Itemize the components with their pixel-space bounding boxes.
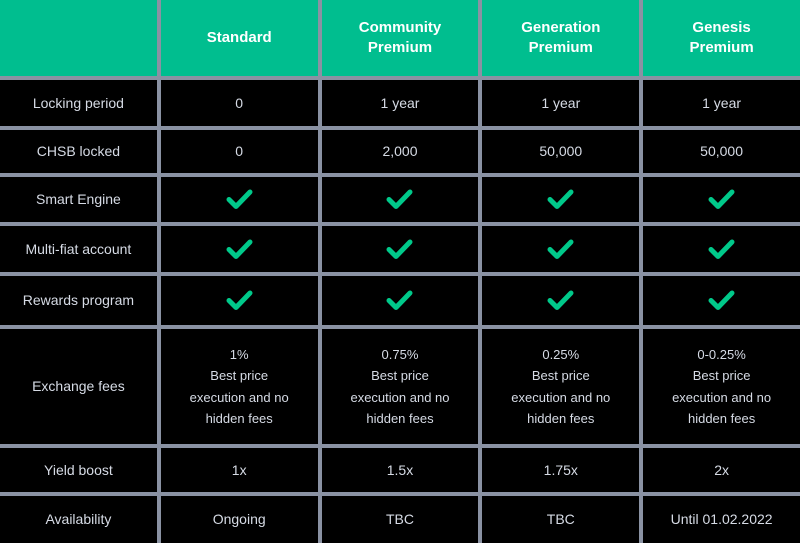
column-header-blank — [0, 0, 157, 76]
row-label-locking-period: Locking period — [0, 80, 157, 126]
column-header-label: Genesis Premium — [689, 18, 754, 56]
cell-value: 1.5x — [386, 461, 414, 478]
fee-note: Best price execution and no hidden fees — [350, 368, 450, 426]
table-cell-yield-boost-generation-premium: 1.75x — [482, 448, 640, 492]
table-cell-chsb-locked-community-premium: 2,000 — [321, 130, 479, 173]
fee-value: 0-0.25% — [697, 346, 746, 362]
row-label-smart-engine: Smart Engine — [0, 177, 157, 222]
column-header-standard: Standard — [160, 0, 318, 76]
cell-value: 50,000 — [700, 143, 743, 160]
check-icon — [226, 239, 253, 259]
row-label-rewards-program: Rewards program — [0, 276, 157, 325]
table-cell-rewards-program-standard — [160, 276, 318, 325]
cell-value: Until 01.02.2022 — [670, 511, 773, 528]
table-cell-yield-boost-genesis-premium: 2x — [643, 448, 800, 492]
fee-value: 1% — [229, 346, 249, 362]
column-header-generation-premium: Generation Premium — [482, 0, 640, 76]
column-header-label: Generation Premium — [521, 18, 601, 56]
table-cell-availability-standard: Ongoing — [160, 496, 318, 543]
cell-value: 2x — [714, 461, 729, 478]
check-icon — [226, 290, 253, 310]
table-cell-availability-genesis-premium: Until 01.02.2022 — [643, 496, 800, 543]
column-header-label: Community Premium — [358, 18, 442, 56]
fee-note: Best price execution and no hidden fees — [189, 368, 289, 426]
check-icon — [386, 189, 413, 209]
table-cell-exchange-fees-genesis-premium: 0-0.25% Best price execution and no hidde… — [643, 329, 800, 444]
table-cell-availability-generation-premium: TBC — [482, 496, 640, 543]
cell-value: 50,000 — [539, 143, 583, 160]
table-cell-rewards-program-generation-premium — [482, 276, 640, 325]
table-cell-smart-engine-community-premium — [321, 177, 479, 222]
fee-note: Best price execution and no hidden fees — [672, 368, 772, 426]
cell-value: 2,000 — [382, 143, 418, 160]
table-cell-exchange-fees-generation-premium: 0.25% Best price execution and no hidden … — [482, 329, 640, 444]
fee-note: Best price execution and no hidden fees — [511, 368, 611, 426]
table-cell-rewards-program-genesis-premium — [643, 276, 800, 325]
cell-value: 1x — [231, 461, 247, 478]
table-cell-locking-period-genesis-premium: 1 year — [643, 80, 800, 126]
check-icon — [547, 189, 574, 209]
cell-value: TBC — [546, 511, 575, 528]
check-icon — [708, 189, 735, 209]
column-header-label: Standard — [206, 28, 272, 46]
cell-value: 1 year — [380, 94, 420, 111]
row-label-yield-boost: Yield boost — [0, 448, 157, 492]
table-cell-locking-period-generation-premium: 1 year — [482, 80, 640, 126]
table-cell-availability-community-premium: TBC — [321, 496, 479, 543]
cell-value: 1 year — [702, 94, 742, 111]
check-icon — [386, 290, 413, 310]
table-cell-chsb-locked-generation-premium: 50,000 — [482, 130, 640, 173]
row-label-multi-fiat-account: Multi-fiat account — [0, 226, 157, 272]
check-icon — [547, 239, 574, 259]
table-cell-multi-fiat-account-standard — [160, 226, 318, 272]
row-label-chsb-locked: CHSB locked — [0, 130, 157, 173]
table-cell-multi-fiat-account-genesis-premium — [643, 226, 800, 272]
table-cell-smart-engine-generation-premium — [482, 177, 640, 222]
table-cell-exchange-fees-community-premium: 0.75% Best price execution and no hidden … — [321, 329, 479, 444]
table-cell-yield-boost-standard: 1x — [160, 448, 318, 492]
table-cell-multi-fiat-account-community-premium — [321, 226, 479, 272]
table-cell-multi-fiat-account-generation-premium — [482, 226, 640, 272]
check-icon — [708, 290, 735, 310]
check-icon — [547, 290, 574, 310]
column-header-genesis-premium: Genesis Premium — [643, 0, 800, 76]
check-icon — [708, 239, 735, 259]
column-header-community-premium: Community Premium — [321, 0, 479, 76]
table-cell-locking-period-community-premium: 1 year — [321, 80, 479, 126]
table-cell-chsb-locked-standard: 0 — [160, 130, 318, 173]
row-label-availability: Availability — [0, 496, 157, 543]
cell-value: 0 — [235, 143, 244, 160]
cell-value: 1.75x — [543, 461, 578, 478]
table-cell-yield-boost-community-premium: 1.5x — [321, 448, 479, 492]
table-cell-exchange-fees-standard: 1% Best price execution and no hidden fee… — [160, 329, 318, 444]
cell-value: Ongoing — [212, 511, 266, 528]
table-cell-smart-engine-standard — [160, 177, 318, 222]
table-cell-chsb-locked-genesis-premium: 50,000 — [643, 130, 800, 173]
table-cell-smart-engine-genesis-premium — [643, 177, 800, 222]
fee-value: 0.75% — [381, 346, 419, 362]
cell-value: 0 — [235, 94, 244, 111]
check-icon — [386, 239, 413, 259]
row-label-exchange-fees: Exchange fees — [0, 329, 157, 444]
cell-value: 1 year — [541, 94, 581, 111]
check-icon — [226, 189, 253, 209]
table-cell-locking-period-standard: 0 — [160, 80, 318, 126]
cell-value: TBC — [385, 511, 414, 528]
fee-value: 0.25% — [542, 346, 580, 362]
table-cell-rewards-program-community-premium — [321, 276, 479, 325]
